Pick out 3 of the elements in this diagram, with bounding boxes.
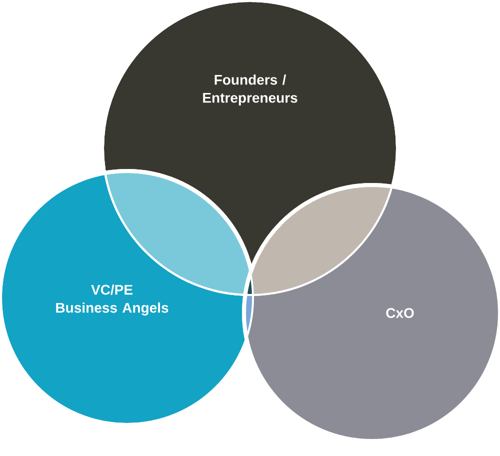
circle-label: CxO (386, 308, 414, 318)
circle-label: Founders / Entrepreneurs (203, 74, 298, 106)
circle-label: VC/PE Business Angels (56, 284, 168, 316)
